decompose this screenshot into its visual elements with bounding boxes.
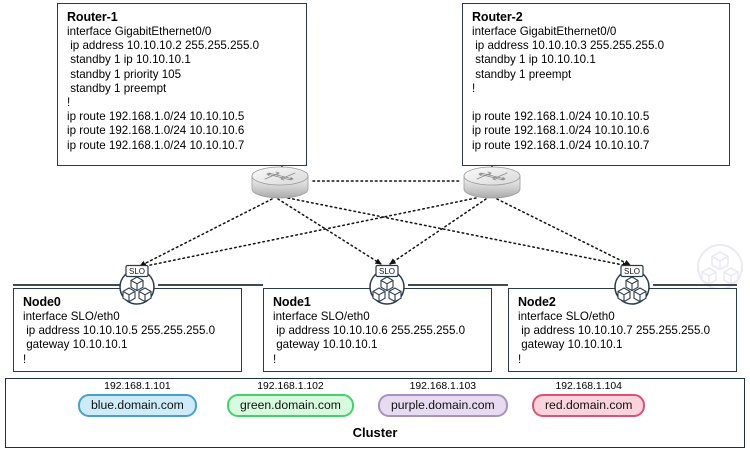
router2-config-line: standby 1 ip 10.10.10.1	[472, 53, 596, 67]
router1-config-line: standby 1 ip 10.10.10.1	[67, 53, 191, 67]
link-router2-node1	[389, 198, 487, 265]
slo-node-icon[interactable]: SLO	[365, 263, 409, 307]
router2-config-line: ip route 192.168.1.0/24 10.10.10.7	[472, 138, 650, 152]
service-purple-ip: 192.168.1.103	[409, 381, 477, 392]
router2-config-line	[472, 96, 720, 110]
link-router1-node0	[139, 198, 273, 267]
node2-config-box: Node2 interface SLO/eth0 ip address 10.1…	[508, 288, 737, 372]
slo-badge-label: SLO	[129, 267, 145, 276]
cluster-label: Cluster	[352, 425, 398, 440]
router1-config-line: standby 1 preempt	[67, 81, 167, 95]
router2-title: Router-2	[472, 10, 523, 24]
node0-config-line: gateway 10.10.10.1	[23, 338, 128, 352]
router1-config-line: interface GigabitEthernet0/0	[67, 25, 212, 38]
node2-config-line: !	[518, 352, 522, 366]
node1-config-box: Node1 interface SLO/eth0 ip address 10.1…	[263, 288, 492, 372]
link-router1-node1	[277, 198, 382, 265]
router2-config-line: ip route 192.168.1.0/24 10.10.10.6	[472, 124, 650, 138]
slo-badge-label: SLO	[624, 267, 640, 276]
node2-config-line: ip address 10.10.10.7 255.255.255.0	[518, 324, 711, 338]
node0-config-line: interface SLO/eth0	[23, 310, 120, 323]
slo-badge-label: SLO	[379, 267, 395, 276]
router1-config-line: !	[67, 96, 71, 110]
service-red: 192.168.1.104 red.domain.com	[532, 381, 646, 417]
router1-config-line: ip route 192.168.1.0/24 10.10.10.5	[67, 110, 245, 124]
slo-node-icon[interactable]: SLO	[115, 263, 159, 307]
router1-config-line: standby 1 priority 105	[67, 67, 182, 81]
service-green-ip: 192.168.1.102	[257, 381, 324, 392]
router2-config-line: ip route 192.168.1.0/24 10.10.10.5	[472, 110, 650, 124]
router-icon[interactable]	[461, 163, 523, 203]
router-icon[interactable]	[249, 163, 311, 203]
node2-title: Node2	[518, 295, 556, 309]
service-green: 192.168.1.102 green.domain.com	[227, 381, 354, 417]
node1-config-line: gateway 10.10.10.1	[273, 338, 378, 352]
node2-config-line: gateway 10.10.10.1	[518, 338, 623, 352]
router1-title: Router-1	[67, 10, 118, 24]
service-purple: 192.168.1.103 purple.domain.com	[378, 381, 508, 417]
service-red-ip: 192.168.1.104	[555, 381, 622, 392]
router2-config-line: standby 1 preempt	[472, 67, 572, 81]
node1-title: Node1	[273, 295, 311, 309]
slo-node-icon[interactable]: SLO	[610, 263, 654, 307]
service-red-pill[interactable]: red.domain.com	[532, 394, 646, 417]
node1-config-line: !	[273, 352, 277, 366]
node1-config-line: ip address 10.10.10.6 255.255.255.0	[273, 324, 466, 338]
router1-config-box: Router-1 interface GigabitEthernet0/0 ip…	[57, 3, 307, 166]
link-router2-node2	[496, 198, 631, 266]
router2-config-box: Router-2 interface GigabitEthernet0/0 ip…	[462, 3, 730, 166]
link-router1-node2	[287, 197, 629, 268]
router1-config-line: ip address 10.10.10.2 255.255.255.0	[67, 39, 260, 53]
service-blue-ip: 192.168.1.101	[104, 381, 171, 392]
node1-config-line: interface SLO/eth0	[273, 310, 370, 323]
service-purple-pill[interactable]: purple.domain.com	[378, 394, 508, 417]
router1-config-line: ip route 192.168.1.0/24 10.10.10.6	[67, 124, 245, 138]
router1-config-line: ip route 192.168.1.0/24 10.10.10.7	[67, 138, 245, 152]
link-router2-node0	[140, 197, 477, 269]
service-blue-pill[interactable]: blue.domain.com	[78, 394, 197, 417]
service-green-pill[interactable]: green.domain.com	[227, 394, 354, 417]
node0-title: Node0	[23, 295, 61, 309]
service-blue: 192.168.1.101 blue.domain.com	[78, 381, 197, 417]
node0-config-line: ip address 10.10.10.5 255.255.255.0	[23, 324, 216, 338]
node2-config-line: interface SLO/eth0	[518, 310, 615, 323]
router2-config-line: !	[472, 81, 476, 95]
router2-config-line: interface GigabitEthernet0/0	[472, 25, 617, 38]
node0-config-line: !	[23, 352, 27, 366]
router2-config-line: ip address 10.10.10.3 255.255.255.0	[472, 39, 665, 53]
node0-config-box: Node0 interface SLO/eth0 ip address 10.1…	[13, 288, 242, 372]
